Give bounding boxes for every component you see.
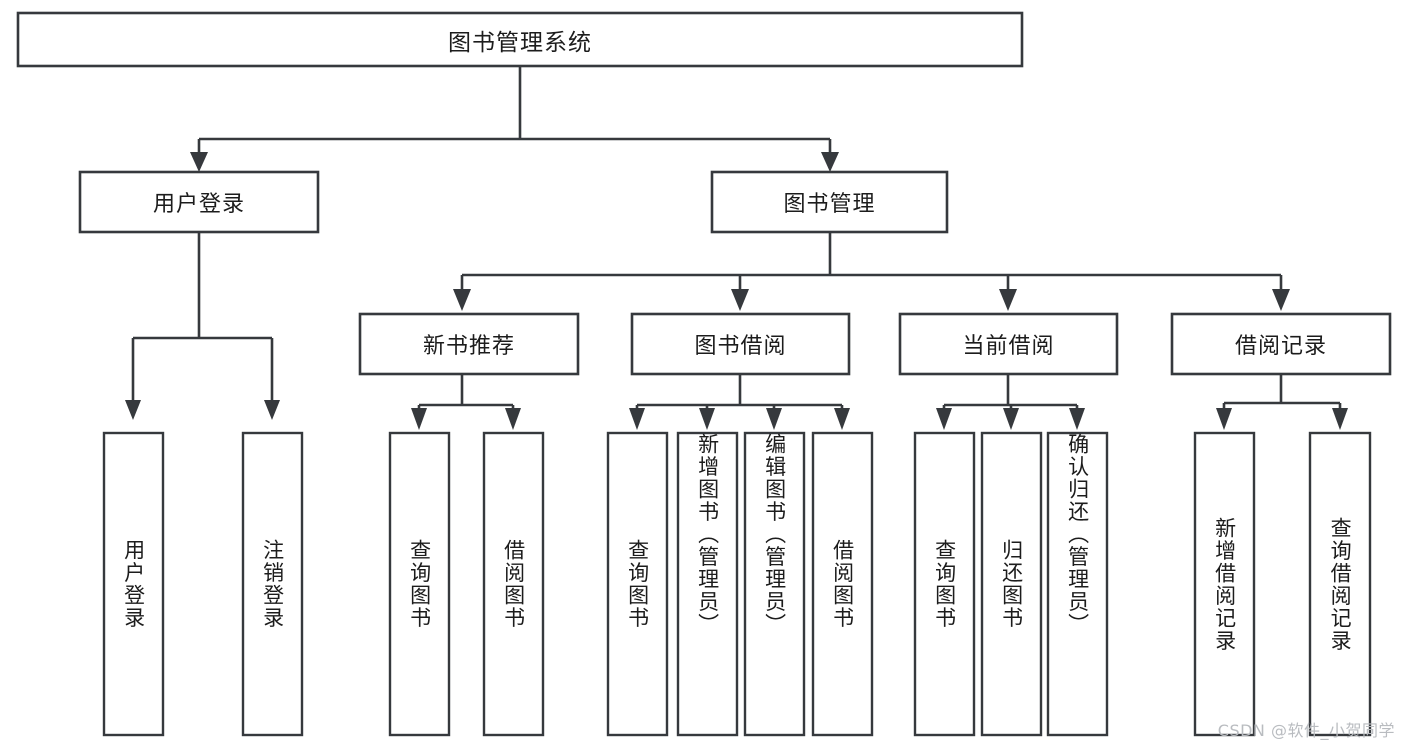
leaf-cb-query-book[interactable] [913, 431, 976, 737]
arrow-head-book-borrow [731, 289, 749, 311]
arrow-head-book-mgmt [821, 152, 839, 172]
node-current-borrow[interactable] [898, 312, 1119, 376]
arrow-head-br-leaf1 [1216, 408, 1232, 430]
arrow-head-bb-leaf3 [766, 408, 782, 430]
arrow-head-borrow-record [1272, 289, 1290, 311]
edges-current-borrow-to-leaves [936, 374, 1085, 430]
leaf-bb-borrow-book[interactable] [811, 431, 874, 737]
edges-book-borrow-to-leaves [629, 374, 850, 430]
arrow-head-cb-leaf2 [1003, 408, 1019, 430]
leaf-cb-confirm-return-admin[interactable] [1046, 431, 1109, 737]
arrow-head-br-leaf2 [1332, 408, 1348, 430]
node-new-book-recommend[interactable] [358, 312, 580, 376]
node-root-system[interactable] [16, 11, 1024, 68]
leaf-bb-edit-book-admin[interactable] [743, 431, 806, 737]
arrow-head-leaf-user-login [125, 400, 141, 420]
arrow-head-nb-leaf1 [411, 408, 427, 430]
leaf-br-query-record[interactable] [1308, 431, 1372, 737]
arrow-head-bb-leaf4 [834, 408, 850, 430]
leaf-bb-add-book-admin[interactable] [676, 431, 739, 737]
node-book-management[interactable] [710, 170, 949, 234]
edges-user-login-to-leaves [125, 232, 280, 420]
leaf-nb-query-book[interactable] [388, 431, 451, 737]
arrow-head-cb-leaf3 [1069, 408, 1085, 430]
edges-borrow-record-to-leaves [1216, 374, 1348, 430]
arrow-head-new-book-recommend [453, 289, 471, 311]
arrow-head-bb-leaf2 [699, 408, 715, 430]
arrow-head-leaf-logout [264, 400, 280, 420]
leaf-nb-borrow-book[interactable] [482, 431, 545, 737]
node-user-login[interactable] [78, 170, 320, 234]
leaf-cb-return-book[interactable] [980, 431, 1043, 737]
edges-book-mgmt-to-level3 [453, 232, 1290, 311]
edges-root-to-level2 [190, 66, 839, 172]
arrow-head-current-borrow [999, 289, 1017, 311]
edges-new-book-to-leaves [411, 374, 521, 430]
leaf-br-add-record[interactable] [1193, 431, 1256, 737]
node-borrow-record[interactable] [1170, 312, 1392, 376]
arrow-head-nb-leaf2 [505, 408, 521, 430]
leaf-logout-login[interactable] [241, 431, 304, 737]
arrow-head-bb-leaf1 [629, 408, 645, 430]
arrow-head-user-login [190, 152, 208, 172]
leaf-bb-query-book[interactable] [606, 431, 669, 737]
leaf-user-login[interactable] [102, 431, 165, 737]
node-book-borrow[interactable] [630, 312, 851, 376]
arrow-head-cb-leaf1 [936, 408, 952, 430]
